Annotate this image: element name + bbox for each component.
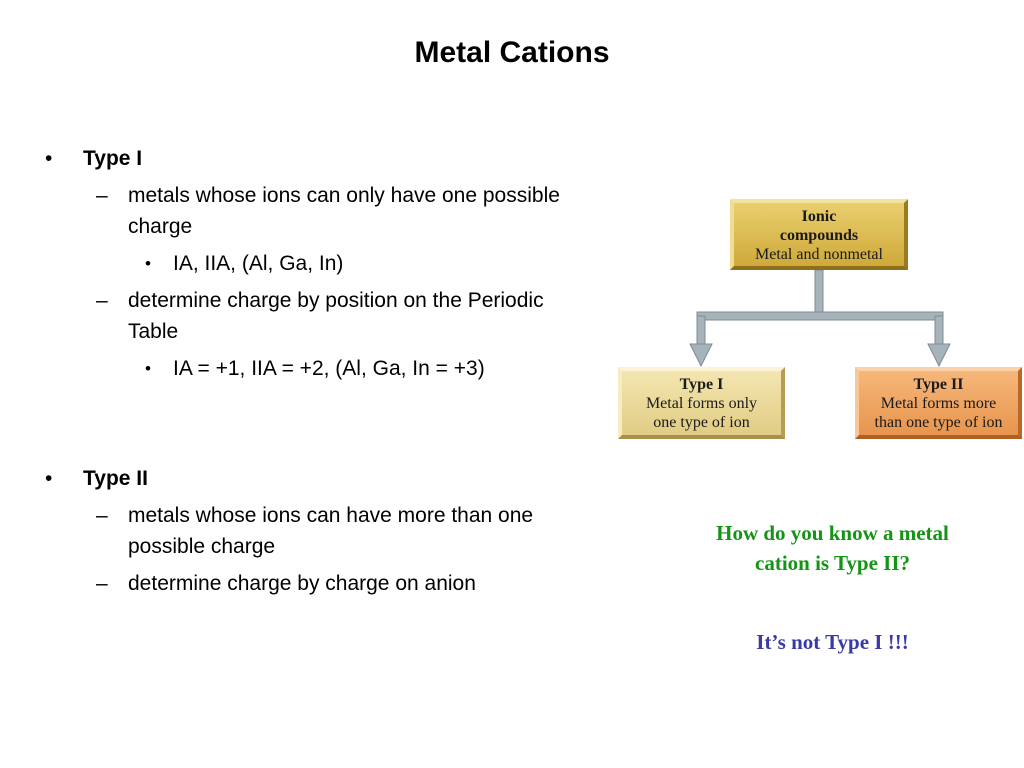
connector-bar bbox=[696, 311, 944, 321]
dash-marker: – bbox=[96, 184, 108, 207]
sub-bullet-text: determine charge by position on the Peri… bbox=[128, 289, 544, 343]
arrow-down-right-icon bbox=[927, 343, 951, 368]
detail-text: IA = +1, IIA = +2, (Al, Ga, In = +3) bbox=[173, 357, 485, 380]
type-2-box-line2: Metal forms more bbox=[880, 395, 997, 412]
ionic-compounds-box: Ionic compounds Metal and nonmetal bbox=[730, 199, 908, 270]
bullet-marker: • bbox=[145, 359, 151, 378]
type-1-box: Type I Metal forms only one type of ion bbox=[618, 367, 785, 439]
connector-stem bbox=[814, 269, 824, 317]
answer-text: It’s not Type I !!! bbox=[756, 630, 909, 654]
connector-left-drop bbox=[696, 315, 706, 349]
bullet-heading-type-2: Type II bbox=[83, 467, 148, 490]
detail-text: IA, IIA, (Al, Ga, In) bbox=[173, 252, 344, 275]
type-1-box-line2: Metal forms only bbox=[645, 395, 758, 412]
ionic-box-line1: Ionic bbox=[801, 208, 837, 225]
type-2-box-line3: than one type of ion bbox=[874, 414, 1003, 431]
slide-title: Metal Cations bbox=[414, 36, 610, 69]
ionic-box-line2: compounds bbox=[779, 227, 859, 244]
connector-right-drop bbox=[934, 315, 944, 349]
bullet-heading-type-1: Type I bbox=[83, 147, 143, 170]
type-2-box: Type II Metal forms more than one type o… bbox=[855, 367, 1022, 439]
bullet-marker: • bbox=[145, 254, 151, 273]
dash-marker: – bbox=[96, 572, 108, 595]
type-2-box-title: Type II bbox=[913, 376, 964, 393]
question-line2: cation is Type II? bbox=[755, 551, 910, 575]
dash-marker: – bbox=[96, 289, 108, 312]
question-line1: How do you know a metal bbox=[716, 521, 949, 545]
dash-marker: – bbox=[96, 504, 108, 527]
question-text: How do you know a metal cation is Type I… bbox=[660, 518, 1005, 578]
type-1-box-title: Type I bbox=[679, 376, 724, 393]
bullet-marker: • bbox=[45, 467, 53, 490]
sub-bullet-text: metals whose ions can only have one poss… bbox=[128, 184, 560, 238]
arrow-down-left-icon bbox=[689, 343, 713, 368]
ionic-box-line3: Metal and nonmetal bbox=[755, 246, 883, 263]
type-1-box-line3: one type of ion bbox=[653, 414, 750, 431]
bullet-marker: • bbox=[45, 147, 53, 170]
sub-bullet-text: metals whose ions can have more than one… bbox=[128, 504, 534, 558]
sub-bullet-text: determine charge by charge on anion bbox=[128, 572, 476, 595]
